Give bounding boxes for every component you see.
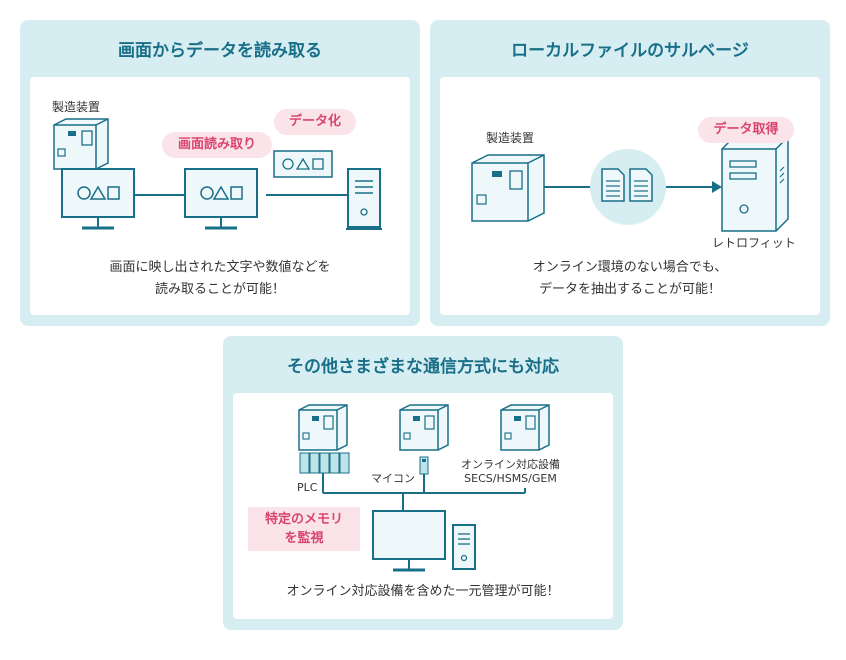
caption-line: オンライン環境のない場合でも、: [532, 260, 728, 275]
panel-title: 画面からデータを読み取る: [118, 41, 322, 61]
monitor-icon: [61, 168, 135, 230]
server-icon: [346, 168, 382, 230]
panel-title: その他さまざまな通信方式にも対応: [287, 357, 559, 377]
plc-label: PLC: [297, 481, 318, 494]
panel-local-file-salvage: ローカルファイルのサルベージ: [430, 20, 830, 326]
online-label-line: オンライン対応設備: [461, 458, 560, 471]
panel-body: PLC マイコン オンライン対応設備 SECS/HSMS/GEM 特定のメモリ …: [233, 393, 613, 619]
tag-screen-read: 画面読み取り: [162, 132, 272, 158]
tag-memory-monitoring: 特定のメモリ を監視: [248, 507, 360, 551]
caption-line: 画面に映し出された文字や数値などを: [109, 260, 331, 275]
caption: オンライン対応設備を含めた一元管理が可能！: [286, 584, 560, 599]
protocols-diagram: [298, 404, 550, 572]
machine-icon: [399, 404, 449, 451]
caption: オンライン環境のない場合でも、 データを抽出することが可能！: [440, 257, 820, 301]
document-icon: [601, 168, 625, 202]
server-icon: [721, 136, 789, 232]
plc-icon: [299, 452, 350, 474]
monitor-icon: [372, 510, 446, 572]
screen-reading-diagram: [53, 118, 382, 230]
tag-line: 特定のメモリ: [264, 512, 343, 527]
tag-data-conversion: データ化: [274, 109, 356, 135]
panel-body: 製造装置 画面読み取り データ化 画面に映し出された文字や数値などを 読み取るこ…: [30, 77, 410, 315]
online-label-line: SECS/HSMS/GEM: [464, 472, 557, 485]
server-icon: [452, 524, 476, 570]
caption-line: 読み取ることが可能！: [154, 282, 285, 297]
machine-icon: [471, 154, 545, 222]
machine-icon: [500, 404, 550, 451]
microcontroller-icon: [419, 456, 429, 475]
retrofit-label: レトロフィット: [712, 236, 796, 250]
monitor-icon: [184, 168, 258, 230]
tag-data-acquisition: データ取得: [698, 117, 794, 143]
panel-other-protocols: その他さまざまな通信方式にも対応: [223, 336, 623, 630]
machine-icon: [53, 118, 109, 170]
machine-label: 製造装置: [52, 100, 101, 114]
document-icon: [629, 168, 653, 202]
machine-label: 製造装置: [486, 131, 535, 145]
panel-screen-reading: 画面からデータを読み取る: [20, 20, 420, 326]
machine-icon: [298, 404, 348, 451]
documents-badge: [590, 149, 666, 225]
caption-line: データを抽出することが可能！: [538, 282, 721, 297]
arrow-head-icon: [712, 181, 722, 193]
panel-body: 製造装置 データ取得 レトロフィット オンライン環境のない場合でも、 データを抽…: [440, 77, 820, 315]
tag-line: を監視: [284, 531, 324, 546]
shapes-data-icon: [273, 150, 333, 178]
panel-title: ローカルファイルのサルベージ: [511, 41, 749, 61]
online-equipment-label: オンライン対応設備 SECS/HSMS/GEM: [461, 458, 560, 486]
micon-label: マイコン: [371, 472, 415, 485]
caption: 画面に映し出された文字や数値などを 読み取ることが可能！: [30, 257, 410, 301]
